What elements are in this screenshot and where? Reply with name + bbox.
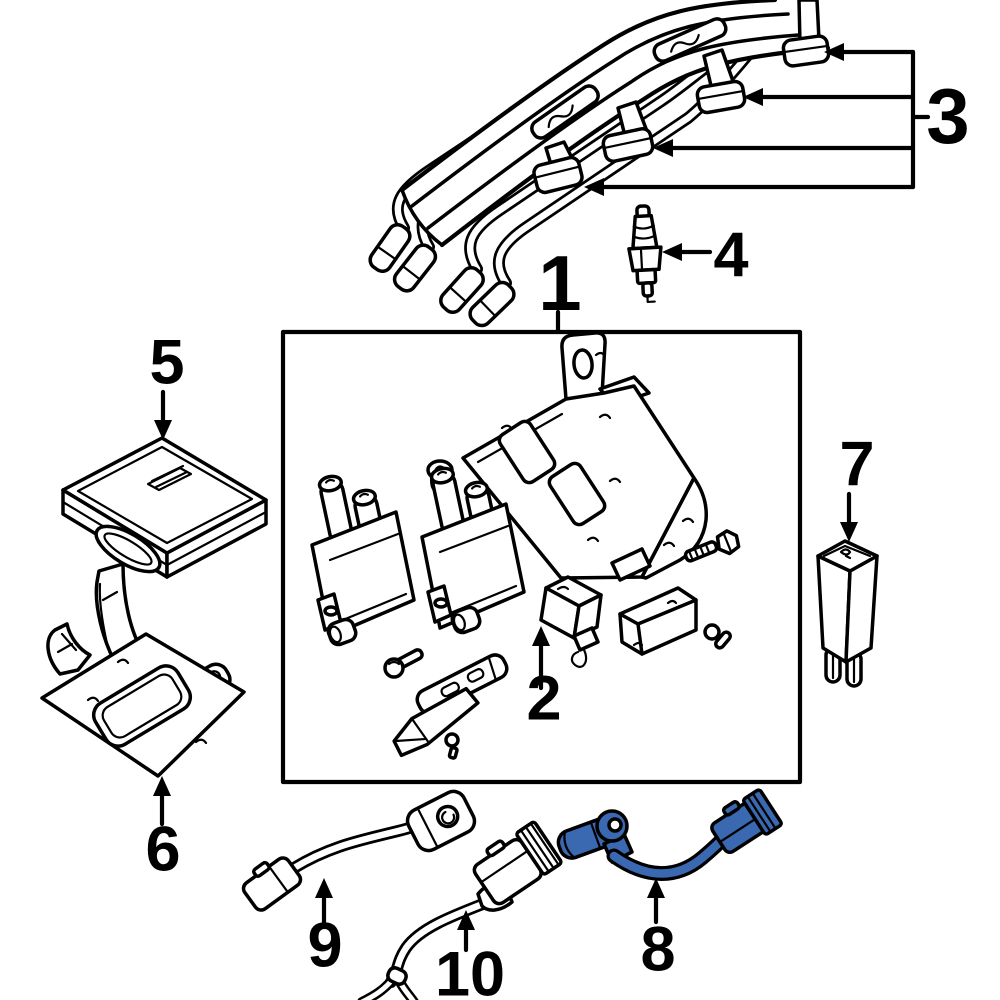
callout-label-5[interactable]: 5 bbox=[149, 327, 185, 398]
callout-arrows bbox=[153, 43, 931, 953]
part-8-highlighted-sensor-drawing[interactable] bbox=[555, 786, 783, 881]
callout-label-2[interactable]: 2 bbox=[526, 663, 562, 734]
round-bolt bbox=[383, 648, 424, 679]
small-bolt bbox=[703, 623, 732, 650]
callout-label-1[interactable]: 1 bbox=[538, 239, 582, 327]
callout-6-arrow bbox=[153, 776, 171, 827]
callout-10-arrow bbox=[457, 910, 475, 953]
ignition-coil-right bbox=[420, 466, 526, 635]
coil-mounting-bracket bbox=[461, 331, 708, 582]
part-1-assembly-box[interactable] bbox=[280, 329, 803, 785]
wire-ladder bbox=[399, 0, 831, 248]
callout-label-10[interactable]: 10 bbox=[434, 939, 506, 1000]
part-9-sensor-drawing[interactable] bbox=[237, 787, 478, 912]
plug-boots bbox=[532, 0, 831, 195]
part-4-spark-plug-drawing[interactable] bbox=[627, 204, 664, 304]
callout-9-arrow bbox=[315, 878, 333, 925]
callout-label-8[interactable]: 8 bbox=[640, 914, 676, 985]
callout-5-arrow bbox=[154, 389, 172, 440]
callout-7-arrow bbox=[840, 491, 858, 542]
ignition-coil-left bbox=[310, 474, 416, 647]
callout-label-4[interactable]: 4 bbox=[713, 220, 749, 291]
callout-label-7[interactable]: 7 bbox=[839, 429, 875, 500]
part-6-bracket-drawing[interactable] bbox=[40, 562, 246, 778]
hex-bolt bbox=[683, 529, 741, 563]
callout-label-3[interactable]: 3 bbox=[926, 72, 970, 160]
channel-bracket bbox=[618, 586, 698, 656]
callout-label-6[interactable]: 6 bbox=[145, 814, 181, 885]
callout-4-arrow bbox=[662, 243, 713, 261]
part-10-sensor-drawing[interactable] bbox=[357, 819, 563, 1000]
wire-terminals bbox=[368, 222, 516, 328]
part-7-relay-drawing[interactable] bbox=[816, 539, 879, 688]
part-2-sensor-drawing[interactable] bbox=[539, 575, 603, 668]
assembly-box-border bbox=[280, 329, 803, 785]
part-3-wire-set-drawing[interactable] bbox=[367, 0, 831, 329]
callout-2-arrow bbox=[532, 626, 550, 691]
callout-3-bracket bbox=[584, 43, 931, 196]
callout-label-9[interactable]: 9 bbox=[307, 910, 343, 981]
callout-8-arrow bbox=[647, 878, 665, 925]
retainer-assembly bbox=[392, 653, 509, 760]
part-5-module-drawing[interactable] bbox=[61, 436, 268, 580]
